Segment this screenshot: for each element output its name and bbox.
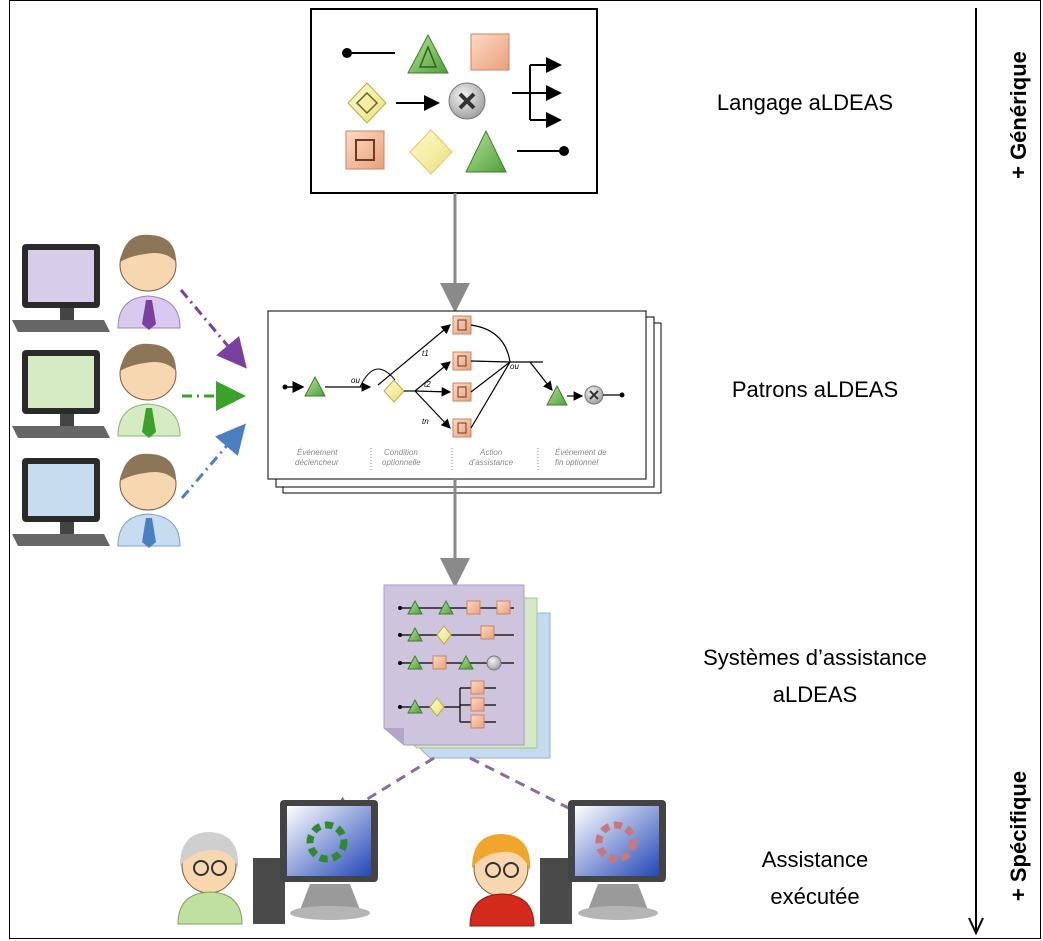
label-systems-line2: aLDEAS xyxy=(772,682,858,707)
designer-workstation-1 xyxy=(12,234,181,332)
axis-label-specific: + Spécifique xyxy=(1006,770,1031,902)
designer-workstation-3 xyxy=(12,453,181,548)
designer-workstation-2 xyxy=(12,343,181,438)
figure-border xyxy=(9,0,1041,939)
col-trigger-line2: déclencheur xyxy=(295,458,339,467)
pattern-tn: tn xyxy=(422,417,429,426)
patterns-stack: ou ou t1 t2 tn Événement déclencheur Con… xyxy=(267,310,662,494)
systems-stack xyxy=(383,584,551,759)
pattern-or-label-1: ou xyxy=(351,376,360,385)
axis-label-generic: + Générique xyxy=(1006,51,1031,179)
label-language: Langage aLDEAS xyxy=(716,90,894,115)
pattern-t1: t1 xyxy=(422,349,429,358)
col-end-line2: fin optionnel xyxy=(555,458,598,467)
pattern-t2: t2 xyxy=(424,380,431,389)
col-action-line1: Action xyxy=(479,448,503,457)
arrow-systems-to-user-1 xyxy=(324,756,435,826)
pattern-or-label-2: ou xyxy=(510,362,519,371)
specificity-axis xyxy=(968,8,984,936)
col-condition-line1: Condition xyxy=(384,448,418,457)
col-end-line1: Événement de xyxy=(555,448,607,457)
end-user-2 xyxy=(469,800,666,927)
label-systems-line1: Systèmes d’assistance xyxy=(703,645,927,670)
label-patterns: Patrons aLDEAS xyxy=(731,377,899,402)
col-condition-line2: optionnelle xyxy=(382,458,421,467)
end-user-1 xyxy=(177,800,378,925)
col-trigger-line1: Événement xyxy=(297,448,338,457)
col-action-line2: d’assistance xyxy=(469,458,514,467)
arrow-designer-1 xyxy=(179,289,247,369)
arrow-designer-3 xyxy=(180,423,246,499)
label-executed-line2: exécutée xyxy=(770,884,860,909)
label-executed-line1: Assistance xyxy=(761,847,869,872)
language-box xyxy=(310,8,598,194)
